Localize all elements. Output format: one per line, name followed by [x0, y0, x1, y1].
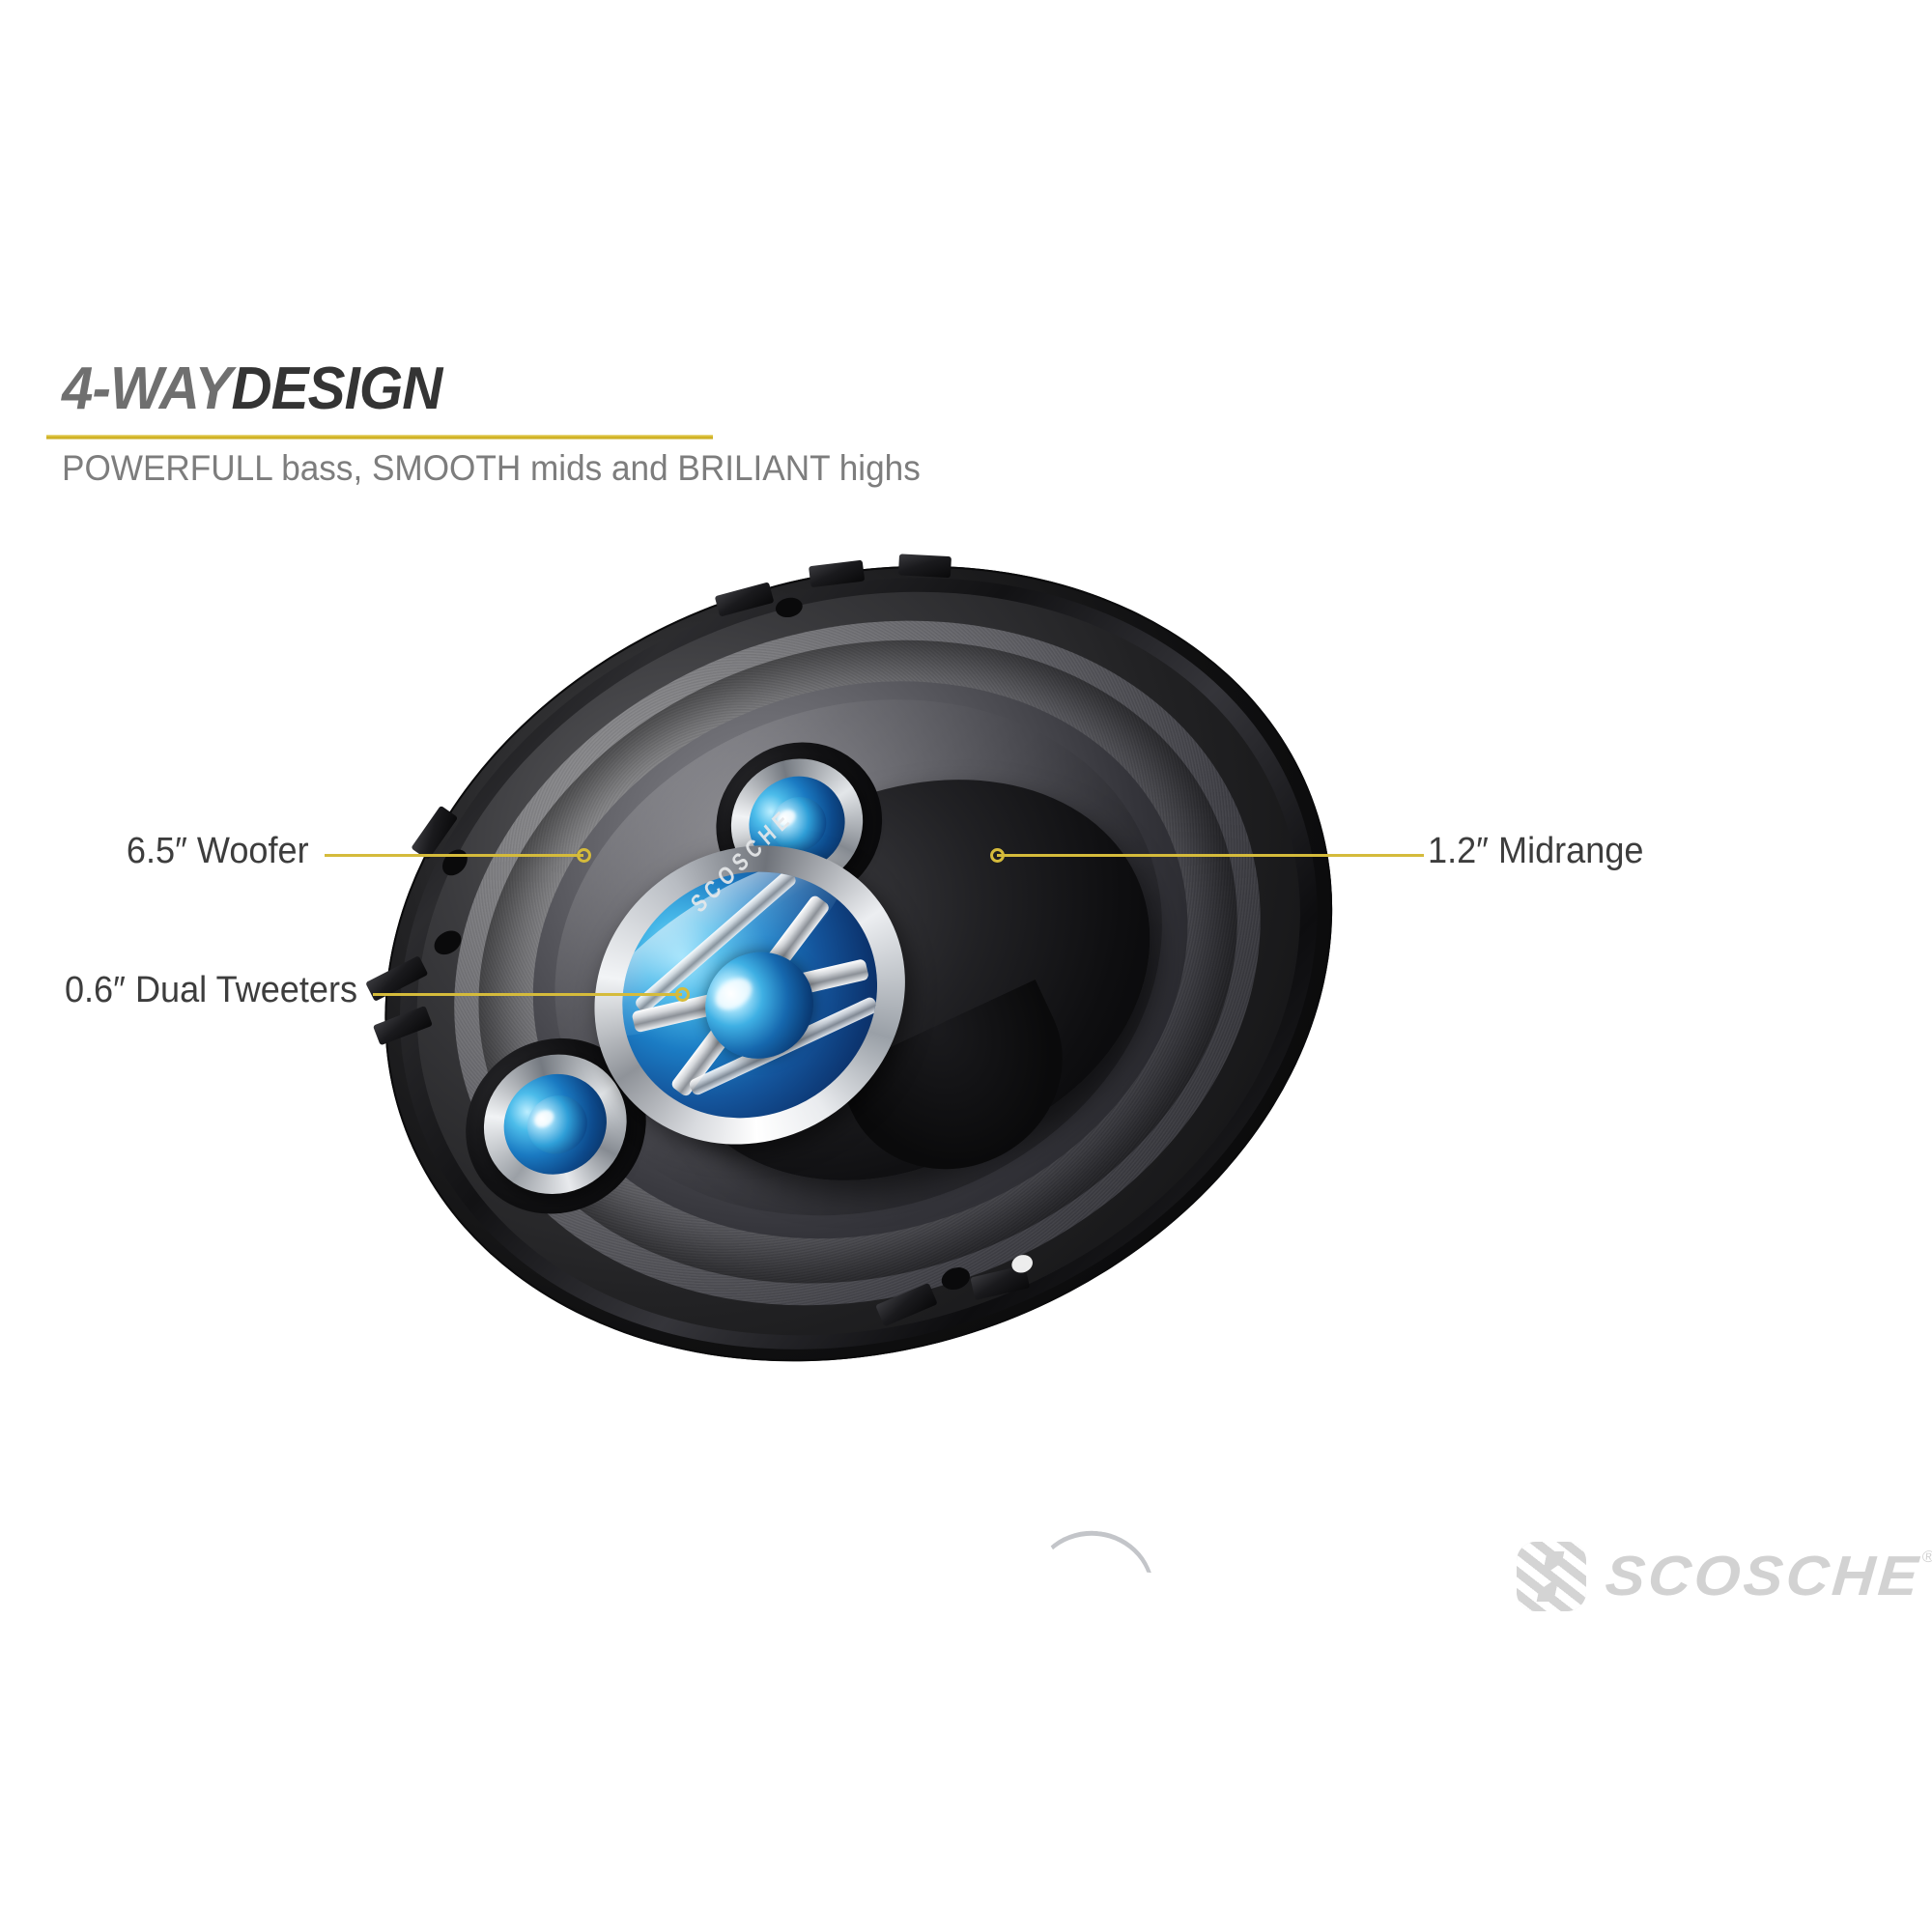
- trademark-symbol: ®: [1921, 1548, 1932, 1566]
- speaker-tilt-group: SCOSCHE: [243, 386, 1476, 1536]
- title-underline-rule: [46, 435, 713, 440]
- mounting-tab: [897, 554, 952, 579]
- product-image-speaker: SCOSCHE: [275, 440, 1441, 1597]
- speaker-lead-wire: [1031, 1524, 1160, 1597]
- callout-anchor-woofer: [577, 848, 591, 863]
- page-title-part2: DESIGN: [231, 355, 443, 422]
- brand-logo: SCOSCHE®: [1517, 1542, 1932, 1611]
- brand-wordmark: SCOSCHE®: [1603, 1545, 1932, 1607]
- page-subtitle: POWERFULL bass, SMOOTH mids and BRILIANT…: [62, 448, 921, 488]
- scosche-badge-icon: [1517, 1542, 1586, 1611]
- callout-anchor-dual-tweeters: [675, 987, 690, 1002]
- callout-label-midrange: 1.2″ Midrange: [1428, 831, 1644, 871]
- callout-leader-midrange: [997, 854, 1424, 857]
- callout-label-dual-tweeters: 0.6″ Dual Tweeters: [64, 970, 357, 1010]
- callout-leader-woofer: [325, 854, 583, 857]
- callout-leader-dual-tweeters: [373, 993, 682, 996]
- brand-wordmark-text: SCOSCHE: [1603, 1545, 1923, 1607]
- callout-anchor-midrange: [990, 848, 1005, 863]
- page-title-part1: 4-WAY: [62, 355, 232, 422]
- callout-label-woofer: 6.5″ Woofer: [127, 831, 309, 871]
- page-title: 4-WAYDESIGN: [62, 359, 442, 419]
